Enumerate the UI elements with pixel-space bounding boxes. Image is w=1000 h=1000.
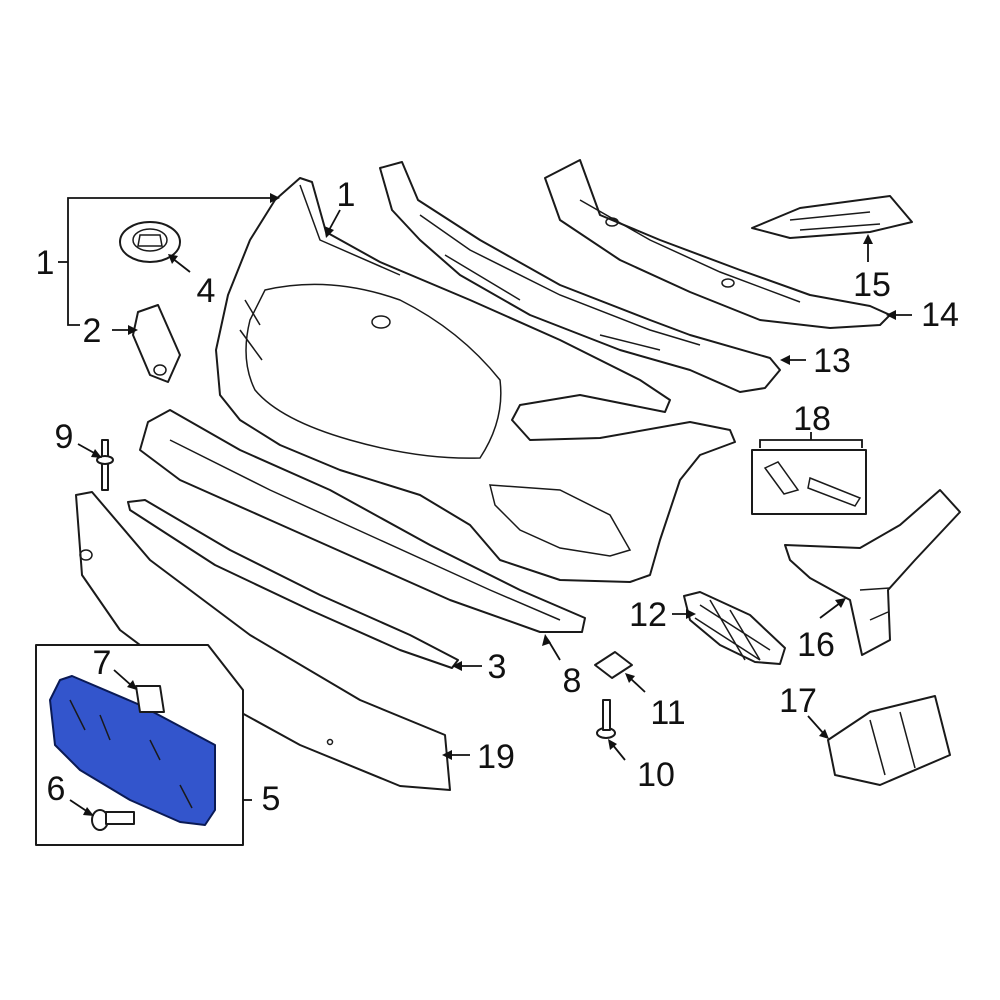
part-bolt[interactable] xyxy=(91,809,135,831)
callout-1-top: 1 xyxy=(337,176,356,214)
callout-12: 12 xyxy=(629,596,667,634)
leader-lines xyxy=(58,193,912,816)
callout-17: 17 xyxy=(779,682,817,720)
callout-19: 19 xyxy=(477,738,515,776)
part-retainer-pin[interactable] xyxy=(96,439,114,491)
part-tow-hook-cover[interactable] xyxy=(132,304,181,383)
part-license-plate-bracket[interactable] xyxy=(49,675,216,826)
callout-11: 11 xyxy=(650,694,685,732)
callout-6: 6 xyxy=(47,770,66,808)
callout-18: 18 xyxy=(793,400,831,438)
callout-9: 9 xyxy=(55,418,74,456)
callout-8: 8 xyxy=(563,662,582,700)
part-clip[interactable] xyxy=(135,685,165,713)
part-lower-reinforcement[interactable] xyxy=(139,409,586,633)
callout-13: 13 xyxy=(813,342,851,380)
callout-15: 15 xyxy=(853,266,891,304)
callout-10: 10 xyxy=(637,756,675,794)
part-lower-trim[interactable] xyxy=(75,491,451,791)
callout-16: 16 xyxy=(797,626,835,664)
part-side-bracket[interactable] xyxy=(751,195,913,239)
callout-2: 2 xyxy=(83,312,102,350)
callout-7: 7 xyxy=(93,644,112,682)
part-push-rivet[interactable] xyxy=(596,699,616,739)
callout-3: 3 xyxy=(488,648,507,686)
callout-4: 4 xyxy=(197,272,216,310)
part-lower-grille[interactable] xyxy=(127,499,459,669)
callout-1-left: 1 xyxy=(36,244,55,282)
part-mounting-bracket[interactable] xyxy=(827,695,951,786)
callout-5: 5 xyxy=(262,780,281,818)
part-emblem[interactable] xyxy=(119,221,181,263)
part-corner-bracket[interactable] xyxy=(784,489,961,656)
callout-14: 14 xyxy=(921,296,959,334)
part-trim-set[interactable] xyxy=(751,449,867,515)
part-grille-insert[interactable] xyxy=(683,591,786,665)
part-upper-support[interactable] xyxy=(379,161,781,393)
callout-labels: 1 1 2 3 4 5 6 7 8 9 10 11 12 13 14 15 16… xyxy=(36,176,959,818)
part-nut-clip[interactable] xyxy=(594,651,633,679)
part-bumper-cover[interactable] xyxy=(215,177,736,583)
